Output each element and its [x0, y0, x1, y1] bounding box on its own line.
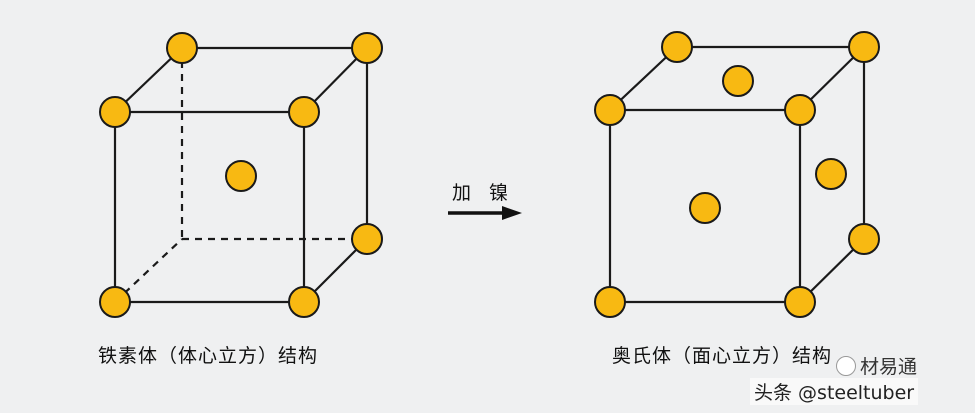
bcc-atom-body-center — [225, 160, 257, 192]
fcc-atom-corner — [848, 31, 880, 63]
watermark-brand-label: 材易通 — [860, 356, 918, 378]
bcc-atom-corner — [288, 96, 320, 128]
watermark-handle: 头条 @steeltuber — [750, 378, 919, 405]
watermark-brand: 材易通 — [836, 352, 917, 379]
transition-label: 加 镍 — [452, 182, 515, 204]
bcc-atom-corner — [351, 32, 383, 64]
bcc-caption: 铁素体（体心立方）结构 — [98, 345, 319, 367]
fcc-atom-corner — [594, 286, 626, 318]
fcc-atom-corner — [594, 94, 626, 126]
fcc-atom-face-center — [689, 192, 721, 224]
fcc-atom-face-center — [815, 158, 847, 190]
fcc-atom-face-center — [722, 65, 754, 97]
bcc-atom-corner — [99, 286, 131, 318]
bcc-front-face — [113, 110, 306, 304]
bcc-atom-corner — [99, 96, 131, 128]
fcc-caption: 奥氏体（面心立方）结构 — [612, 345, 833, 367]
wechat-icon — [836, 355, 856, 376]
atoms — [99, 31, 880, 318]
bcc-atom-corner — [288, 286, 320, 318]
bcc-atom-corner — [351, 223, 383, 255]
transition-arrow — [448, 206, 522, 220]
fcc-atom-corner — [784, 286, 816, 318]
bcc-atom-corner — [166, 32, 198, 64]
fcc-atom-corner — [661, 31, 693, 63]
fcc-atom-corner — [848, 223, 880, 255]
fcc-atom-corner — [784, 94, 816, 126]
